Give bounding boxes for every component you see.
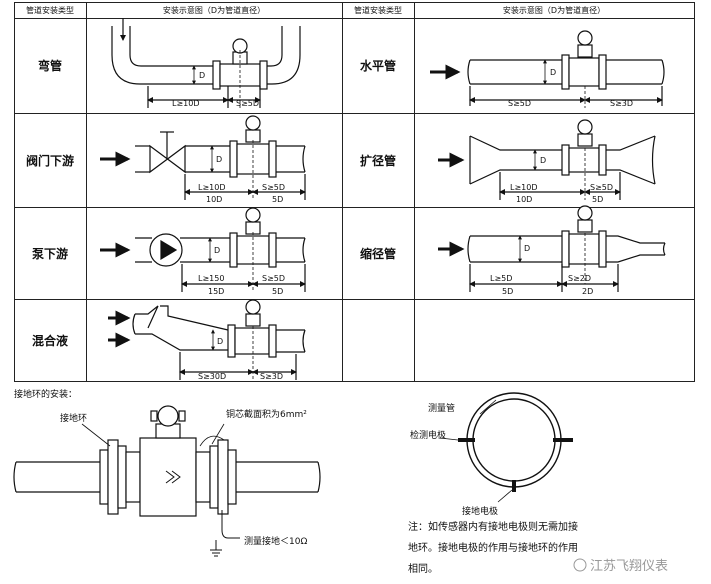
pump-d-label: D [214, 246, 220, 255]
horizontal-downstream-label: S≥3D [610, 99, 633, 108]
row-label-elbow: 弯管 [38, 58, 62, 73]
header-type-right: 管道安装类型 [354, 5, 402, 15]
valve-d-label: D [216, 155, 222, 164]
header-diagram-right: 安装示意图（D为管道直径） [503, 5, 605, 15]
header-type-left: 管道安装类型 [26, 5, 74, 15]
row-label-horizontal: 水平管 [360, 58, 396, 73]
reducer-d-label: D [524, 244, 530, 253]
diagram-valve [100, 115, 306, 200]
expander-upstream-label: L≥10D [510, 183, 538, 192]
reducer-upstream-label: L≥5D [490, 274, 512, 283]
reducer-upstream-short: 5D [502, 287, 513, 296]
pump-downstream-label: S≥5D [262, 274, 285, 283]
diagram-mixing [108, 299, 306, 380]
cross-section-electrode-label: 检测电极 [410, 429, 446, 441]
cross-section-diagram [439, 392, 573, 503]
grounding-diagram [13, 405, 321, 557]
horizontal-upstream-label: S≥5D [508, 99, 531, 108]
valve-downstream-short: 5D [272, 195, 283, 204]
note-line-1: 注：如传感器内有接地电极则无需加接 [408, 520, 578, 533]
row-label-expander: 扩径管 [360, 153, 396, 168]
row-label-mixing: 混合液 [32, 333, 68, 348]
watermark-text: 江苏飞翔仪表 [590, 558, 668, 574]
diagram-pump [100, 207, 306, 292]
grounding-resistance-label: 测量接地＜10Ω [244, 535, 307, 547]
grounding-copper-label: 铜芯截面积为6mm² [226, 408, 307, 420]
expander-d-label: D [540, 156, 546, 165]
pump-upstream-short: 15D [208, 287, 224, 296]
row-label-reducer: 缩径管 [360, 246, 396, 261]
expander-downstream-label: S≥5D [590, 183, 613, 192]
reducer-downstream-label: S≥2D [568, 274, 591, 283]
horizontal-d-label: D [550, 68, 556, 77]
expander-downstream-short: 5D [592, 195, 603, 204]
expander-upstream-short: 10D [516, 195, 532, 204]
valve-upstream-label: L≥10D [198, 183, 226, 192]
valve-upstream-short: 10D [206, 195, 222, 204]
diagram-expander [438, 119, 656, 200]
pump-upstream-label: L≥150 [198, 274, 224, 283]
reducer-downstream-short: 2D [582, 287, 593, 296]
mixing-d-label: D [217, 337, 223, 346]
diagram-reducer [438, 205, 666, 292]
valve-downstream-label: S≥5D [262, 183, 285, 192]
diagram-elbow [111, 18, 301, 110]
elbow-upstream-label: L≥10D [172, 99, 200, 108]
mixing-upstream-label: S≥30D [198, 372, 226, 381]
diagram-horizontal [430, 30, 665, 108]
pump-downstream-short: 5D [272, 287, 283, 296]
note-line-2: 地环。接地电极的作用与接地环的作用 [408, 541, 578, 554]
elbow-d-label: D [199, 71, 205, 80]
cross-section-tube-label: 测量管 [428, 402, 455, 414]
grounding-ring-label: 接地环 [60, 412, 87, 424]
elbow-downstream-label: S≥5D [236, 99, 259, 108]
mixing-downstream-label: S≥3D [260, 372, 283, 381]
note-line-3: 相同。 [408, 562, 438, 575]
grounding-title: 接地环的安装： [14, 388, 77, 400]
cross-section-ground-electrode-label: 接地电极 [462, 505, 498, 517]
row-label-valve: 阀门下游 [26, 153, 74, 168]
header-diagram-left: 安装示意图（D为管道直径） [163, 5, 265, 15]
watermark: 江苏飞翔仪表 [573, 558, 668, 574]
row-label-pump: 泵下游 [32, 246, 68, 261]
